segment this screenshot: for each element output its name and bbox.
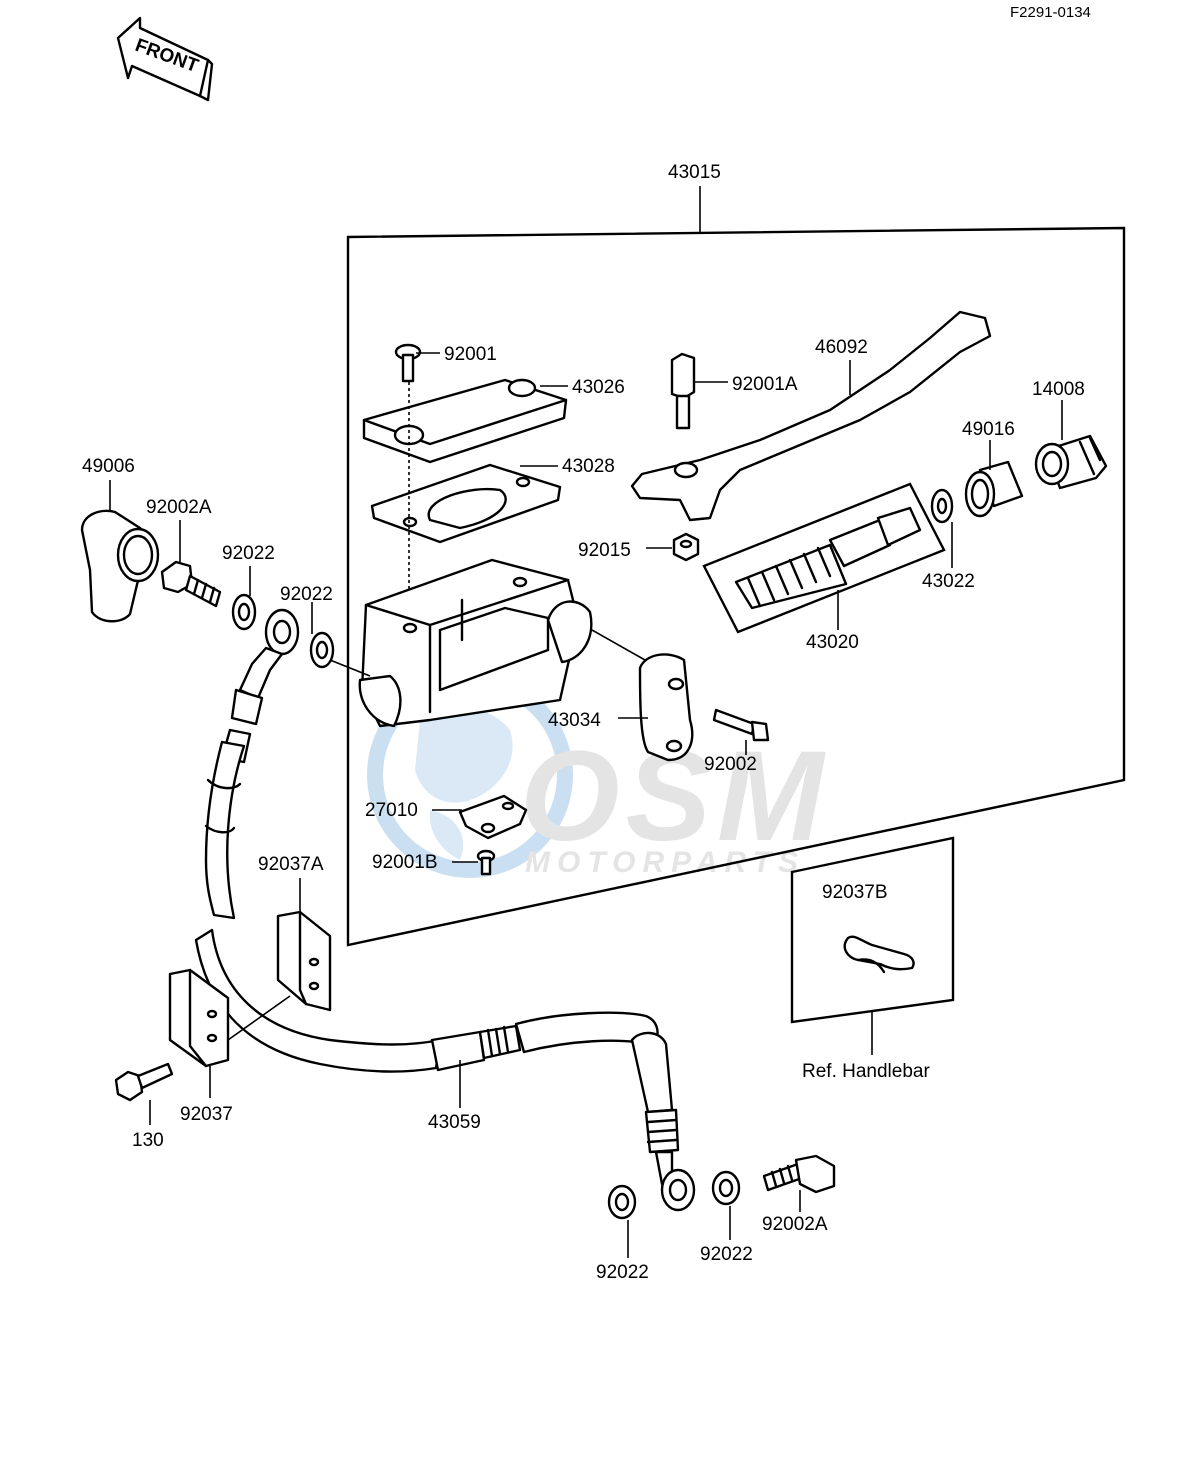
reference-box [790, 836, 955, 1024]
front-arrow-icon: FRONT [116, 16, 214, 102]
label-43015: 43015 [668, 162, 721, 183]
label-92002A-top: 92002A [146, 497, 212, 518]
label-92022-b: 92022 [280, 584, 333, 605]
label-92002A-bottom: 92002A [762, 1214, 828, 1235]
label-92022-d: 92022 [700, 1244, 753, 1265]
watermark-tagline: MOTORPARTS [525, 846, 805, 879]
banjo-bolt-92002A-top [160, 520, 222, 608]
label-46092: 46092 [815, 337, 868, 358]
lever-46092 [630, 310, 992, 522]
label-92001: 92001 [444, 344, 497, 365]
label-130: 130 [132, 1130, 164, 1151]
label-92001B: 92001B [372, 852, 438, 873]
holder-43034 [618, 653, 694, 762]
boot-14008 [1034, 400, 1108, 490]
label-92002: 92002 [704, 754, 757, 775]
washer-92022-b [309, 602, 335, 669]
banjo-bolt-92002A-bottom [762, 1154, 836, 1212]
seal-49016 [964, 440, 1024, 518]
clamp-92037B [843, 935, 915, 974]
screw-92001 [394, 343, 440, 383]
label-43034: 43034 [548, 710, 601, 731]
label-27010: 27010 [365, 800, 418, 821]
label-92022-a: 92022 [222, 543, 275, 564]
master-cylinder-body [329, 558, 646, 728]
label-43026: 43026 [572, 377, 625, 398]
label-49016: 49016 [962, 419, 1015, 440]
washer-92022-a [231, 566, 257, 631]
label-43059: 43059 [428, 1112, 481, 1133]
washer-92022-c [607, 1184, 637, 1258]
clamp-92037A [276, 878, 332, 1012]
cover-49006 [80, 480, 160, 623]
washer-43022 [930, 488, 954, 568]
bolt-130 [114, 1062, 174, 1125]
label-49006: 49006 [82, 456, 135, 477]
diagram-code: F2291-0134 [1010, 4, 1091, 21]
assembly-box [346, 226, 1126, 947]
label-92015: 92015 [578, 540, 631, 561]
nut-92015 [646, 532, 700, 562]
brake-hose-43059 [194, 608, 696, 1212]
diaphragm-43028 [370, 463, 562, 544]
label-92037B: 92037B [822, 882, 888, 903]
bolt-92002 [712, 708, 770, 755]
label-92001A: 92001A [732, 374, 798, 395]
label-92037A: 92037A [258, 854, 324, 875]
piston-kit-43020 [702, 482, 946, 634]
label-92022-c: 92022 [596, 1262, 649, 1283]
label-43028: 43028 [562, 456, 615, 477]
switch-27010 [432, 794, 528, 840]
screw-92001B [452, 849, 496, 876]
bolt-92001A [670, 352, 728, 430]
washer-92022-d [711, 1170, 741, 1240]
reference-note: Ref. Handlebar [802, 1061, 930, 1082]
label-43022: 43022 [922, 571, 975, 592]
clamp-92037 [168, 968, 230, 1098]
label-14008: 14008 [1032, 379, 1085, 400]
label-92037: 92037 [180, 1104, 233, 1125]
label-43020: 43020 [806, 632, 859, 653]
cap-43026 [362, 378, 568, 464]
